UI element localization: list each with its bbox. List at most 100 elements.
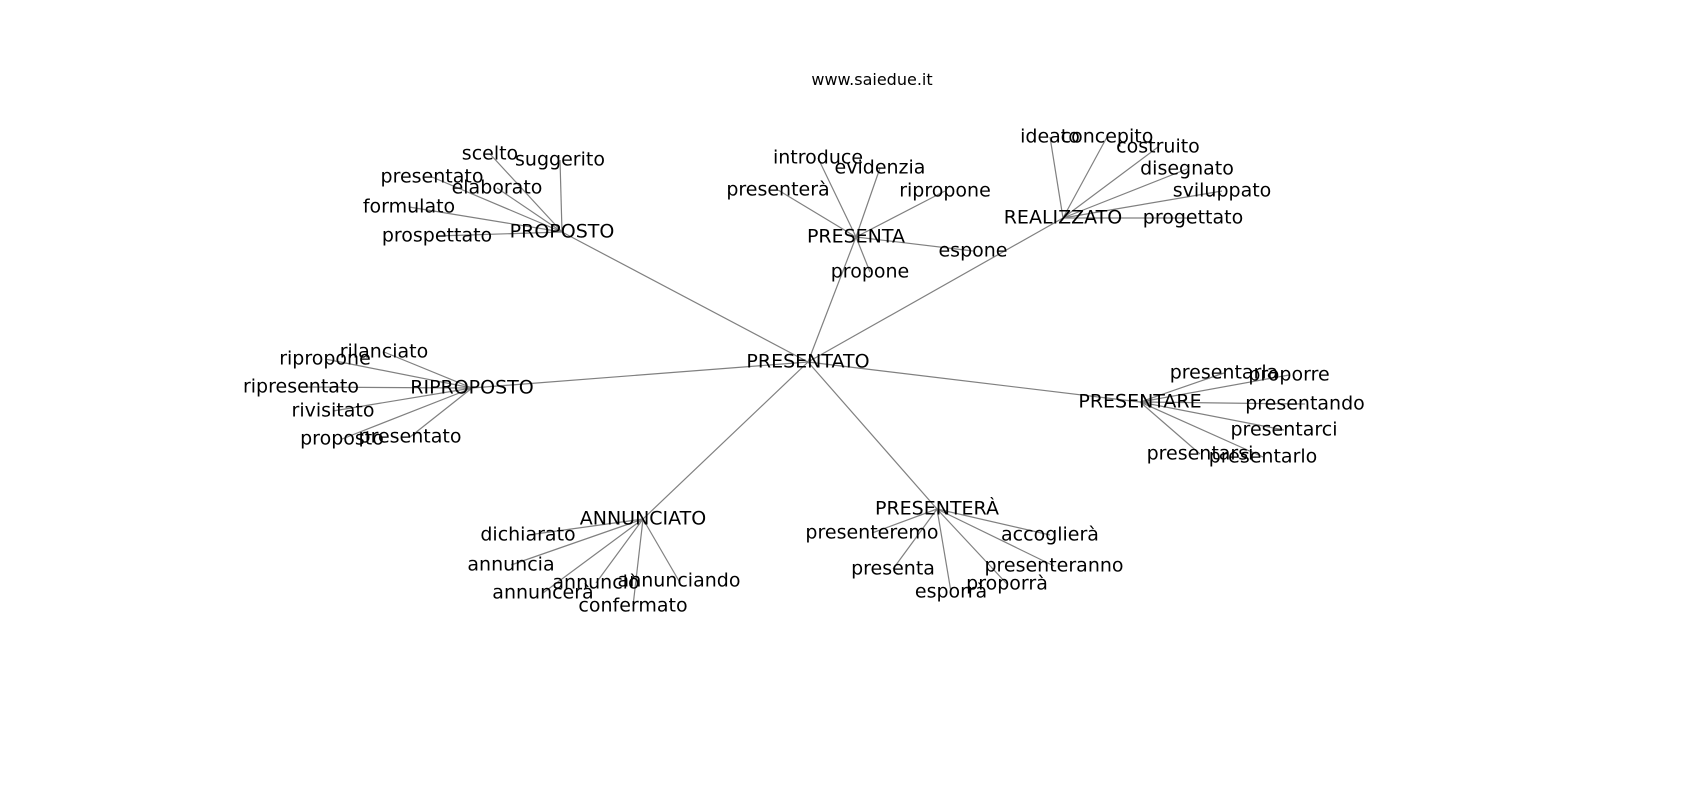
edge-hub-leaf xyxy=(496,187,563,233)
leaf-node-label: proposto xyxy=(300,428,384,450)
leaf-node-label: annuncia xyxy=(467,554,554,576)
leaf-node-label: presentarla xyxy=(1170,362,1279,384)
leaf-node-label: presentarsi xyxy=(1147,443,1254,465)
edge-hub-leaf xyxy=(936,508,952,593)
edge-hub-leaf xyxy=(855,190,946,238)
leaf-node-label: annunciando xyxy=(618,570,741,592)
leaf-node-label: presentato xyxy=(359,426,462,448)
edge-hub-leaf xyxy=(936,508,1008,585)
edge-hub-leaf xyxy=(1062,168,1188,219)
edge-hub-leaf xyxy=(1062,136,1108,219)
hub-node-label: RIPROPOSTO xyxy=(410,377,533,399)
leaf-node-label: elaborato xyxy=(452,177,543,199)
edge-hub-leaf xyxy=(1139,374,1290,403)
edges-layer xyxy=(300,136,1306,607)
edge-hub-leaf xyxy=(1139,401,1201,455)
leaf-node-label: scelto xyxy=(462,143,518,165)
edge-hub-leaf xyxy=(1139,401,1306,405)
leaf-node-label: introduce xyxy=(773,147,863,169)
hub-node-label: PRESENTARE xyxy=(1078,391,1201,413)
leaf-node-label: confermato xyxy=(578,595,687,617)
edge-hub-leaf xyxy=(1062,190,1223,219)
edge-hub-leaf xyxy=(642,518,680,582)
edge-hub-leaf xyxy=(409,387,473,438)
leaf-node-label: presenta xyxy=(851,558,935,580)
leaf-node-label: ripropone xyxy=(279,348,371,370)
site-title: www.saiedue.it xyxy=(811,70,933,89)
hub-node-label: PRESENTERÀ xyxy=(875,497,999,520)
edge-hub-leaf xyxy=(324,358,473,389)
leaf-node-label: annuncerà xyxy=(492,582,593,604)
root-node-label: PRESENTATO xyxy=(746,351,869,373)
edge-hub-leaf xyxy=(408,206,563,233)
leaf-node-label: ideato xyxy=(1020,126,1080,148)
edge-hub-leaf xyxy=(777,189,857,238)
edge-hub-leaf xyxy=(1049,136,1064,219)
edge-root-hub xyxy=(807,361,938,510)
leaf-node-label: dichiarato xyxy=(480,524,575,546)
edge-hub-leaf xyxy=(542,518,644,594)
leaf-node-label: suggerito xyxy=(515,149,605,171)
leaf-node-label: concepito xyxy=(1061,126,1154,148)
leaf-node-label: presentarlo xyxy=(1209,446,1318,468)
edge-hub-leaf xyxy=(817,157,857,238)
leaf-node-label: presentato xyxy=(381,166,484,188)
edge-hub-leaf xyxy=(489,153,563,233)
leaf-node-label: progettato xyxy=(1143,207,1243,229)
leaf-node-label: propone xyxy=(831,261,910,283)
hub-node-label: PRESENTA xyxy=(807,226,905,248)
edge-hub-leaf xyxy=(1139,372,1225,403)
edge-root-hub xyxy=(642,361,809,520)
edge-hub-leaf xyxy=(871,508,938,534)
leaf-node-label: annunciò xyxy=(552,572,639,594)
leaf-node-label: ripropone xyxy=(899,180,991,202)
leaf-node-label: ripresentato xyxy=(243,376,359,398)
edge-hub-leaf xyxy=(559,159,563,233)
labels-layer: sceltosuggeritopresentatoelaboratoformul… xyxy=(243,126,1365,617)
leaf-node-label: presenteremo xyxy=(805,522,938,544)
edge-hub-leaf xyxy=(892,508,938,570)
edge-hub-leaf xyxy=(855,167,881,238)
edge-hub-leaf xyxy=(436,231,563,237)
leaf-node-label: prospettato xyxy=(382,225,492,247)
edge-root-hub xyxy=(561,231,809,363)
edge-root-hub xyxy=(807,236,857,363)
edge-hub-leaf xyxy=(936,508,1051,536)
leaf-node-label: presenterà xyxy=(726,179,829,201)
leaf-node-label: disegnato xyxy=(1140,158,1234,180)
hub-node-label: REALIZZATO xyxy=(1004,207,1123,229)
leaf-node-label: presentarci xyxy=(1231,419,1338,441)
edge-hub-leaf xyxy=(300,386,473,389)
edge-hub-leaf xyxy=(1062,146,1159,219)
leaf-node-label: espone xyxy=(938,240,1007,262)
leaf-node-label: sviluppato xyxy=(1173,180,1272,202)
leaf-node-label: proporrà xyxy=(966,573,1048,595)
edge-hub-leaf xyxy=(855,236,974,252)
edge-hub-leaf xyxy=(595,518,644,584)
edge-root-hub xyxy=(807,361,1141,403)
leaf-node-label: presentando xyxy=(1245,393,1365,415)
leaf-node-label: rilanciato xyxy=(340,341,429,363)
edge-hub-leaf xyxy=(431,176,563,233)
hub-node-label: ANNUNCIATO xyxy=(580,508,707,530)
leaf-node-label: proporre xyxy=(1248,364,1329,386)
leaf-node-label: rivisitato xyxy=(292,400,375,422)
edge-hub-leaf xyxy=(855,236,871,273)
edge-hub-leaf xyxy=(383,351,473,389)
edge-hub-leaf xyxy=(632,518,644,607)
leaf-node-label: evidenzia xyxy=(835,157,926,179)
leaf-node-label: costruito xyxy=(1116,136,1200,158)
edge-hub-leaf xyxy=(510,518,644,566)
edge-hub-leaf xyxy=(332,387,473,412)
edge-hub-leaf xyxy=(527,518,644,536)
edge-root-hub xyxy=(471,361,809,389)
leaf-node-label: presenteranno xyxy=(984,555,1123,577)
edge-root-hub xyxy=(807,217,1064,363)
edge-hub-leaf xyxy=(341,387,473,440)
leaf-node-label: accoglierà xyxy=(1001,524,1099,546)
edge-hub-leaf xyxy=(1139,401,1264,458)
edge-hub-leaf xyxy=(936,508,1055,567)
leaf-node-label: formulato xyxy=(363,196,455,218)
leaf-node-label: esporrà xyxy=(915,581,987,603)
